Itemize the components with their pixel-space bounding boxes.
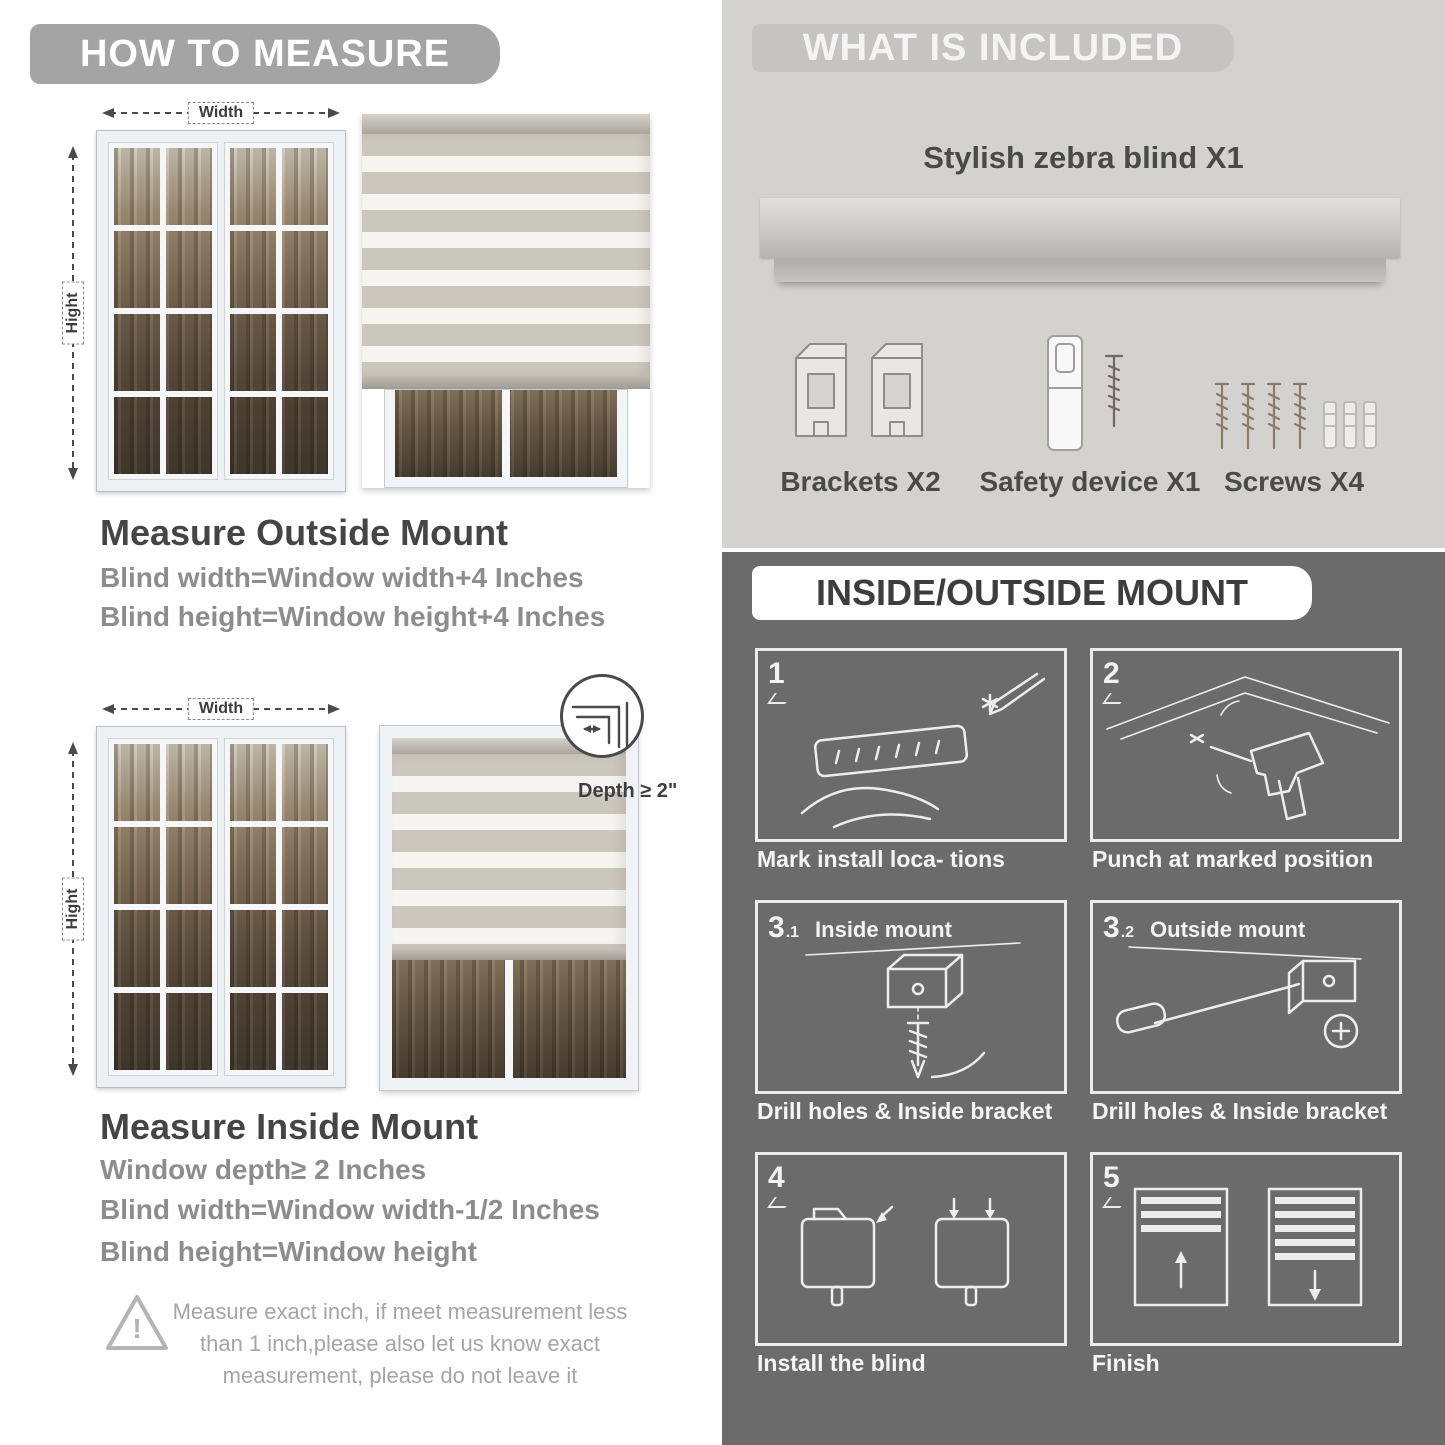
- blind-headrail-lower-lip: [774, 258, 1386, 282]
- step-panel-3-1: 3.1 Inside mount: [755, 900, 1067, 1094]
- finish-blinds-illustration-icon: [1133, 1187, 1363, 1307]
- zebra-blind-inside-figure: [379, 725, 639, 1091]
- what-is-included-banner: WHAT IS INCLUDED: [752, 24, 1234, 72]
- step-panel-4: 4: [755, 1152, 1067, 1346]
- inside-mount-formula-height: Blind height=Window height: [100, 1236, 477, 1267]
- window-photo-inside: [96, 726, 346, 1088]
- frame-corner-icon: [571, 701, 629, 749]
- outside-mount-formula-height: Blind height=Window height+4 Inches: [100, 601, 606, 632]
- safety-device-icon: [1047, 335, 1124, 451]
- step-caption-4: Install the blind: [757, 1350, 926, 1376]
- blind-zebra-stripes: [362, 134, 650, 376]
- mark-location-illustration-icon: [800, 672, 1046, 829]
- step-caption-5: Finish: [1092, 1350, 1160, 1376]
- window-panes: [392, 960, 626, 1078]
- brackets-label: Brackets X2: [780, 466, 941, 497]
- depth-callout-circle: [560, 674, 644, 758]
- step-subnumber: .1: [785, 924, 800, 941]
- step-header: 3.1 Inside mount: [768, 911, 952, 945]
- width-arrow-outside: Width: [102, 102, 340, 124]
- safety-device-label: Safety device X1: [979, 466, 1201, 497]
- depth-requirement-label: Depth ≥ 2": [578, 780, 678, 802]
- height-arrow-outside: Hight: [62, 146, 84, 480]
- step-number: 2: [1103, 657, 1124, 704]
- blind-zebra-stripes: [392, 754, 626, 950]
- step-panel-5: 5: [1090, 1152, 1402, 1346]
- mount-banner: INSIDE/OUTSIDE MOUNT: [752, 566, 1312, 620]
- step-header: 3.2 Outside mount: [1103, 911, 1305, 945]
- step-caption-3-2: Drill holes & Inside bracket: [1092, 1098, 1388, 1124]
- install-blind-illustration-icon: [800, 1197, 1010, 1307]
- height-label-inside: Hight: [62, 877, 84, 941]
- measure-note: Measure exact inch, if meet measurement …: [172, 1299, 628, 1388]
- outside-bracket-illustration-icon: [1115, 946, 1362, 1049]
- zebra-blind-outside-figure: [362, 114, 650, 488]
- width-arrow-inside: Width: [102, 698, 340, 720]
- step-number: 5: [1103, 1161, 1124, 1208]
- height-label-outside: Hight: [62, 281, 84, 345]
- window-sash: [108, 142, 218, 480]
- what-is-included-section: WHAT IS INCLUDED Stylish zebra blind X1: [722, 0, 1445, 548]
- screws-icon: [1214, 382, 1377, 450]
- inside-bracket-illustration-icon: [805, 942, 1021, 1079]
- screws-label: Screws X4: [1223, 466, 1365, 497]
- height-arrow-inside: Hight: [62, 742, 84, 1076]
- drill-illustration-icon: [1106, 676, 1390, 821]
- step-caption-2: Punch at marked position: [1092, 846, 1374, 872]
- window-panes: [395, 390, 617, 477]
- step-number: 4: [768, 1161, 789, 1208]
- step-caption-3-1: Drill holes & Inside bracket: [757, 1098, 1053, 1124]
- window-sash: [108, 738, 218, 1076]
- step-panel-2: 2: [1090, 648, 1402, 842]
- window-sash: [224, 738, 334, 1076]
- step-title: Inside mount: [815, 917, 952, 942]
- window-sash: [224, 142, 334, 480]
- step-title: Outside mount: [1150, 917, 1306, 942]
- blind-headrail-image: [760, 198, 1400, 258]
- blind-cassette: [392, 738, 626, 754]
- how-to-measure-banner: HOW TO MEASURE: [30, 24, 500, 84]
- step-number: 1: [768, 657, 789, 704]
- warning-exclamation: !: [132, 1313, 142, 1345]
- step-caption-1: Mark install loca- tions: [757, 846, 1005, 872]
- outside-mount-formula-width: Blind width=Window width+4 Inches: [100, 562, 584, 593]
- blind-cassette: [362, 114, 650, 134]
- product-title: Stylish zebra blind X1: [923, 140, 1244, 175]
- width-label-outside: Width: [187, 102, 255, 124]
- step-subnumber: .2: [1120, 924, 1135, 941]
- step-number: 3: [1103, 911, 1120, 944]
- step-panel-1: 1: [755, 648, 1067, 842]
- step-panel-3-2: 3.2 Outside mount: [1090, 900, 1402, 1094]
- brackets-icon: [795, 343, 923, 437]
- inside-mount-formula-width: Blind width=Window width-1/2 Inches: [100, 1194, 600, 1225]
- inside-mount-heading: Measure Inside Mount: [100, 1106, 479, 1147]
- inside-mount-depth-rule: Window depth≥ 2 Inches: [100, 1154, 427, 1185]
- width-label-inside: Width: [187, 698, 255, 720]
- window-photo-outside: [96, 130, 346, 492]
- blind-bottom-rail: [392, 950, 626, 960]
- warning-triangle-icon: !: [104, 1292, 170, 1354]
- step-number: 3: [768, 911, 785, 944]
- mount-steps-section: INSIDE/OUTSIDE MOUNT 1 2: [722, 552, 1445, 1445]
- window-under-blind: [384, 389, 628, 488]
- blind-bottom-rail: [362, 376, 650, 389]
- outside-mount-heading: Measure Outside Mount: [100, 512, 509, 553]
